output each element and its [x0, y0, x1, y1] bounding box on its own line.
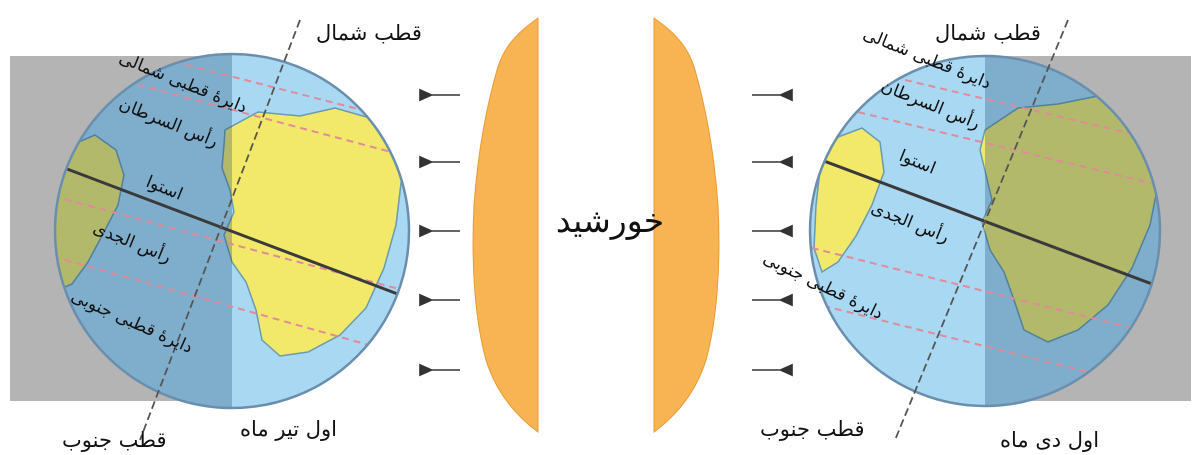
left-north-pole-label: قطب شمال — [316, 21, 422, 45]
right-globe-date-caption: اول دی ماه — [1000, 428, 1099, 452]
right-globe: دایرهٔ قطبی شمالی رأس السرطان استوا رأس … — [760, 20, 1200, 452]
sun-rays-left — [432, 95, 460, 370]
right-south-pole-label: قطب جنوب — [760, 417, 865, 441]
right-north-pole-label: قطب شمال — [935, 21, 1041, 45]
left-globe: دایرهٔ قطبی شمالی رأس السرطان استوا رأس … — [10, 20, 440, 452]
left-globe-date-caption: اول تیر ماه — [240, 417, 337, 441]
left-south-pole-label: قطب جنوب — [62, 428, 167, 452]
sun: خورشید — [473, 18, 719, 432]
sun-label: خورشید — [556, 201, 664, 240]
sun-rays-right — [752, 95, 780, 370]
sun-left-half — [473, 18, 538, 432]
